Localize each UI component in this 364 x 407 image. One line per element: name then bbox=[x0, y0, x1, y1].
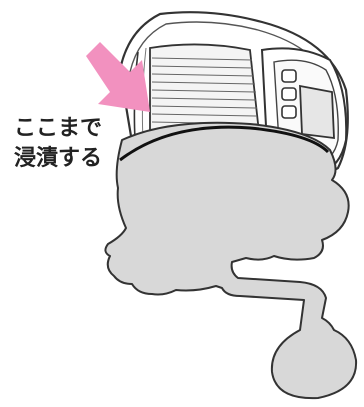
callout-line-1: ここまで bbox=[14, 116, 103, 141]
callout-line-2: 浸漬する bbox=[14, 146, 103, 171]
water-line bbox=[119, 125, 330, 162]
display-screen-icon bbox=[299, 84, 335, 140]
submerged-region bbox=[104, 121, 358, 400]
control-buttons-icon bbox=[281, 69, 297, 119]
immersion-callout: ここまで 浸漬する bbox=[14, 114, 102, 174]
down-arrow-icon bbox=[86, 42, 150, 112]
